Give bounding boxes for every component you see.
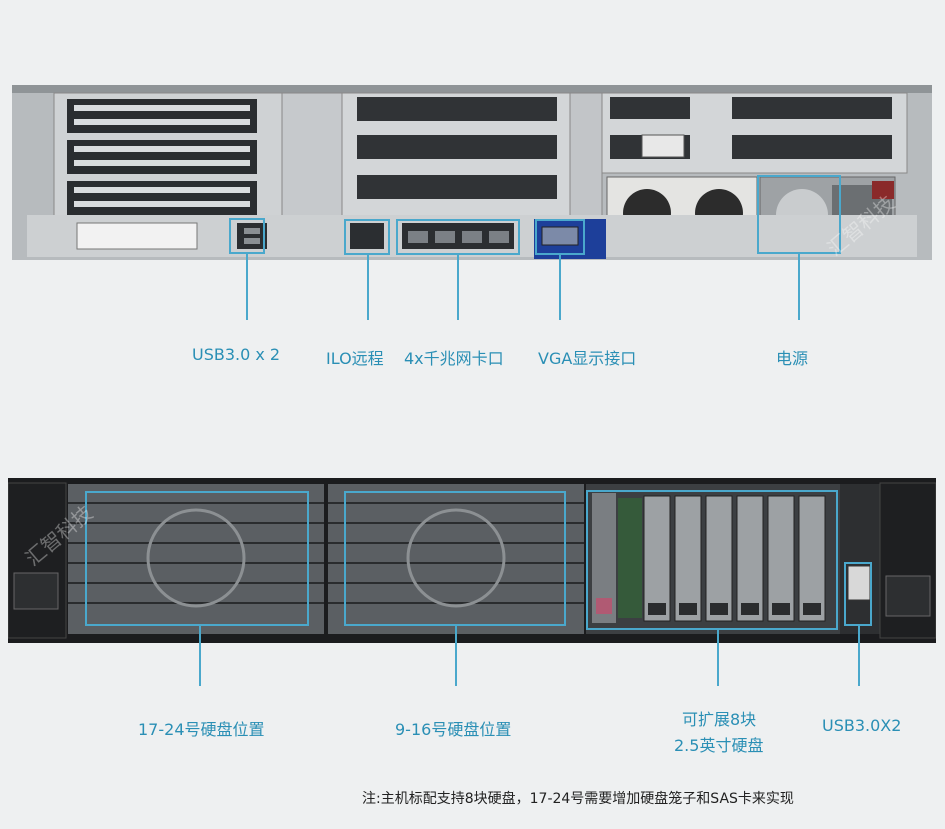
nic-label: 4x千兆网卡口 (404, 349, 504, 368)
vga-label: VGA显示接口 (538, 349, 637, 368)
usb-front-label: USB3.0X2 (822, 716, 902, 735)
footnote: 注:主机标配支持8块硬盘，17-24号需要增加硬盘笼子和SAS卡来实现 (362, 791, 794, 807)
nic-ports-highlight (396, 219, 520, 255)
bay-17-24-label: 17-24号硬盘位置 (138, 720, 265, 739)
bay-9-16-highlight (344, 491, 566, 626)
ilo-label: ILO远程 (326, 349, 384, 368)
usb-rear-callout-line (246, 254, 248, 320)
bay-17-24-highlight (85, 491, 309, 626)
usb-rear-highlight (229, 218, 265, 254)
drive-cage-highlight (586, 490, 838, 630)
bay-9-16-callout-line (455, 626, 457, 686)
vga-port-highlight (535, 219, 585, 255)
expand-label-line1: 可扩展8块 (682, 710, 757, 729)
usb-rear-label: USB3.0 x 2 (192, 345, 281, 364)
bay-17-24-callout-line (199, 626, 201, 686)
expand-label-line2: 2.5英寸硬盘 (674, 736, 764, 755)
nic-callout-line (457, 255, 459, 320)
ilo-port-highlight (344, 219, 390, 255)
power-label: 电源 (776, 349, 809, 368)
server-rear-panel (12, 85, 932, 260)
server-front-panel (8, 478, 936, 643)
usb-front-highlight (844, 562, 872, 626)
vga-callout-line (559, 255, 561, 320)
ilo-callout-line (367, 255, 369, 320)
power-supply-highlight (757, 175, 841, 254)
power-callout-line (798, 254, 800, 320)
drive-cage-callout-line (717, 630, 719, 686)
bay-9-16-label: 9-16号硬盘位置 (395, 720, 512, 739)
usb-front-callout-line (858, 626, 860, 686)
